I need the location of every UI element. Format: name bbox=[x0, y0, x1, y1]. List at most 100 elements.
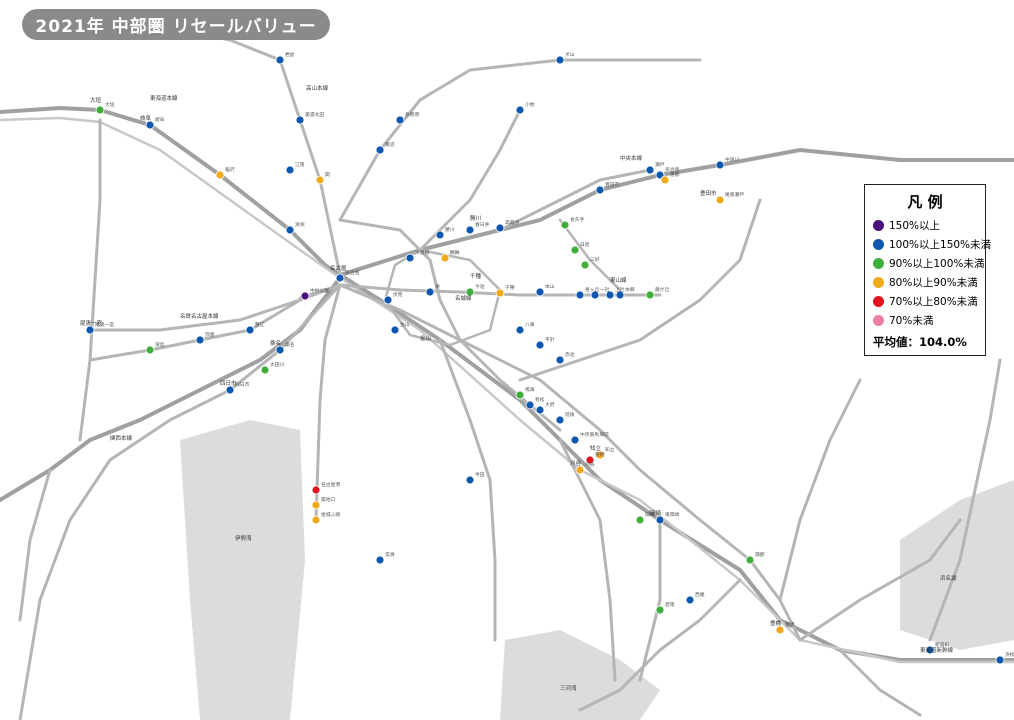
station-dot[interactable] bbox=[440, 253, 450, 263]
station-dot[interactable] bbox=[595, 185, 605, 195]
station-dot[interactable] bbox=[335, 273, 345, 283]
station-dot[interactable] bbox=[570, 435, 580, 445]
station-dot[interactable] bbox=[275, 345, 285, 355]
station-dot[interactable] bbox=[300, 291, 310, 301]
station-dot[interactable] bbox=[715, 160, 725, 170]
station-dot[interactable] bbox=[395, 115, 405, 125]
station-label: 清洲 bbox=[295, 221, 305, 228]
map-label-mikawa-bay: 三河湾 bbox=[560, 684, 577, 692]
station-dot[interactable] bbox=[685, 595, 695, 605]
station-dot[interactable] bbox=[635, 515, 645, 525]
station-dot[interactable] bbox=[555, 55, 565, 65]
station-dot[interactable] bbox=[260, 365, 270, 375]
station-dot[interactable] bbox=[645, 165, 655, 175]
station-dot[interactable] bbox=[145, 345, 155, 355]
station-dot[interactable] bbox=[195, 335, 205, 345]
map-label-takayama: 高山本線 bbox=[306, 84, 329, 92]
map-label-tokaido: 東海道本線 bbox=[150, 94, 178, 102]
station-dot[interactable] bbox=[311, 515, 321, 525]
station-dot[interactable] bbox=[525, 400, 535, 410]
station-dot[interactable] bbox=[585, 455, 595, 465]
station-dot[interactable] bbox=[405, 253, 415, 263]
station-dot[interactable] bbox=[311, 485, 321, 495]
station-dot[interactable] bbox=[535, 405, 545, 415]
legend-label: 70%未満 bbox=[889, 315, 934, 327]
station-dot[interactable] bbox=[535, 340, 545, 350]
station-dot[interactable] bbox=[745, 555, 755, 565]
station-dot[interactable] bbox=[315, 175, 325, 185]
station-dot[interactable] bbox=[575, 465, 585, 475]
station-dot[interactable] bbox=[375, 555, 385, 565]
station-dot[interactable] bbox=[655, 605, 665, 615]
rail-iida bbox=[778, 378, 862, 602]
station-label: 瀬戸 bbox=[655, 161, 665, 168]
station-dot[interactable] bbox=[660, 175, 670, 185]
station-dot[interactable] bbox=[225, 385, 235, 395]
ise-bay bbox=[180, 420, 305, 720]
legend-dot bbox=[873, 277, 884, 288]
map-title-text: 2021年 中部圏 リセールバリュー bbox=[35, 17, 317, 37]
station-label: 尾張瀬戸 bbox=[725, 191, 744, 198]
station-dot[interactable] bbox=[390, 325, 400, 335]
station-dot[interactable] bbox=[560, 220, 570, 230]
station-dot[interactable] bbox=[555, 355, 565, 365]
station-dot[interactable] bbox=[465, 287, 475, 297]
map-label-toyota: 豊田市 bbox=[700, 189, 717, 197]
station-dot[interactable] bbox=[580, 260, 590, 270]
rail-inuyama bbox=[338, 58, 702, 222]
rail-mikawa bbox=[638, 518, 662, 682]
station-dot[interactable] bbox=[595, 450, 605, 460]
station-dot[interactable] bbox=[605, 290, 615, 300]
map-label-kariya: 刈谷 bbox=[570, 459, 582, 467]
legend-item-90-100: 90%以上100%未満 bbox=[873, 254, 984, 273]
station-label: 長久手 bbox=[570, 216, 585, 223]
station-dot[interactable] bbox=[245, 325, 255, 335]
station-label: 小牧 bbox=[525, 101, 535, 108]
station-dot[interactable] bbox=[495, 288, 505, 298]
station-dot[interactable] bbox=[925, 645, 935, 655]
legend-label: 150%以上 bbox=[889, 220, 941, 232]
station-label: 中津川 bbox=[725, 156, 740, 163]
station-dot[interactable] bbox=[515, 325, 525, 335]
station-label: 津島 bbox=[155, 341, 165, 348]
station-dot[interactable] bbox=[590, 290, 600, 300]
legend-box: 凡 例 150%以上 100%以上150%未満 90%以上100%未満 80%以… bbox=[864, 184, 991, 356]
station-dot[interactable] bbox=[425, 287, 435, 297]
rail-tsurumai bbox=[338, 218, 562, 432]
station-dot[interactable] bbox=[515, 390, 525, 400]
station-dot[interactable] bbox=[375, 145, 385, 155]
station-label: 大垣 bbox=[105, 101, 115, 108]
station-dot[interactable] bbox=[535, 287, 545, 297]
station-dot[interactable] bbox=[95, 105, 105, 115]
station-dot[interactable] bbox=[515, 105, 525, 115]
station-label: 碧南 bbox=[665, 601, 675, 608]
station-dot[interactable] bbox=[383, 295, 393, 305]
station-dot[interactable] bbox=[435, 230, 445, 240]
station-dot[interactable] bbox=[145, 120, 155, 130]
station-dot[interactable] bbox=[495, 223, 505, 233]
rail-shinkansen bbox=[0, 116, 1014, 664]
station-dot[interactable] bbox=[285, 225, 295, 235]
station-dot[interactable] bbox=[715, 195, 725, 205]
station-dot[interactable] bbox=[465, 225, 475, 235]
station-dot[interactable] bbox=[215, 170, 225, 180]
station-dot[interactable] bbox=[570, 245, 580, 255]
station-label: 刈谷 bbox=[585, 461, 595, 468]
station-dot[interactable] bbox=[555, 415, 565, 425]
station-dot[interactable] bbox=[295, 115, 305, 125]
map-label-okazaki: 岡崎 bbox=[650, 509, 662, 517]
station-dot[interactable] bbox=[465, 475, 475, 485]
station-dot[interactable] bbox=[311, 500, 321, 510]
station-dot[interactable] bbox=[775, 625, 785, 635]
station-dot[interactable] bbox=[645, 290, 655, 300]
rail-sangi bbox=[18, 468, 52, 622]
station-dot[interactable] bbox=[575, 290, 585, 300]
station-dot[interactable] bbox=[615, 290, 625, 300]
station-dot[interactable] bbox=[85, 325, 95, 335]
station-dot[interactable] bbox=[655, 515, 665, 525]
station-label: 岩倉 bbox=[285, 51, 295, 58]
station-label: 八事 bbox=[525, 321, 535, 328]
station-dot[interactable] bbox=[995, 655, 1005, 665]
station-dot[interactable] bbox=[285, 165, 295, 175]
station-dot[interactable] bbox=[275, 55, 285, 65]
